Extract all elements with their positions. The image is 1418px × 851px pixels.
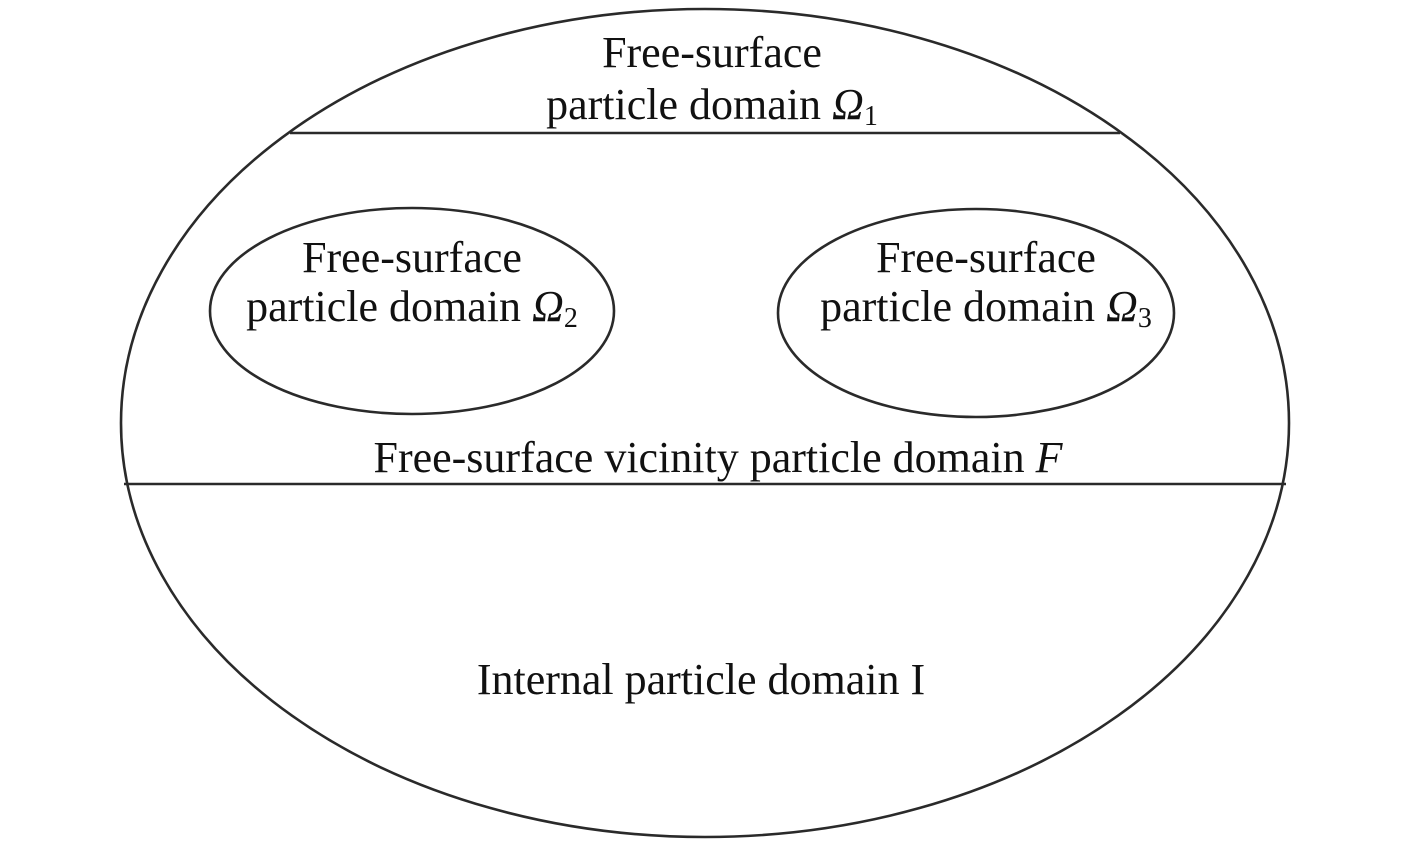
outer-domain-ellipse <box>119 7 1291 839</box>
omega2-label-text: particle domain <box>246 282 532 331</box>
omega1-label-line1: Free-surface <box>602 28 822 77</box>
vicinity-symbol: F <box>1035 433 1064 482</box>
omega2-label-line1: Free-surface <box>302 233 522 282</box>
omega1-label-line2: particle domain Ω1 <box>546 80 878 132</box>
omega2-symbol: Ω <box>532 282 564 331</box>
omega3-subscript: 3 <box>1138 303 1152 334</box>
omega1-symbol: Ω <box>832 80 864 129</box>
omega3-label-line2: particle domain Ω3 <box>820 282 1152 334</box>
omega2-ellipse <box>208 206 616 416</box>
vicinity-label-text: Free-surface vicinity particle domain <box>373 433 1035 482</box>
omega3-label-text: particle domain <box>820 282 1106 331</box>
omega2-subscript: 2 <box>564 303 578 334</box>
omega3-label-line1: Free-surface <box>876 233 1096 282</box>
omega3-symbol: Ω <box>1106 282 1138 331</box>
vicinity-label: Free-surface vicinity particle domain F <box>373 433 1063 482</box>
omega2-label-line2: particle domain Ω2 <box>246 282 578 334</box>
omega3-ellipse <box>776 207 1176 419</box>
internal-label: Internal particle domain I <box>477 655 925 704</box>
omega1-subscript: 1 <box>864 101 878 132</box>
omega1-label-text: particle domain <box>546 80 832 129</box>
